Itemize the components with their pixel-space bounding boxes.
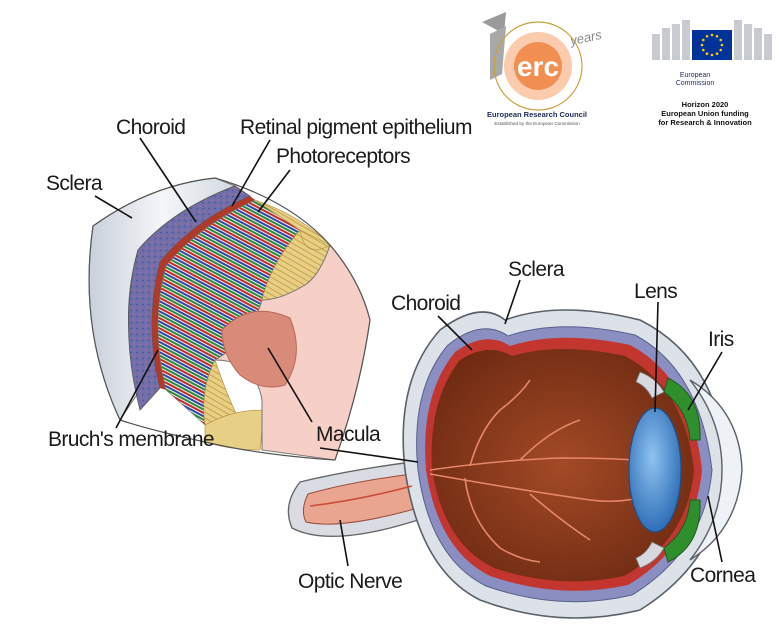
lens	[629, 408, 681, 532]
label-macula: Macula	[316, 423, 381, 446]
erc-mark: erc	[517, 51, 559, 82]
label-choroid-right: Choroid	[391, 292, 460, 315]
erc-name: European Research Council	[472, 110, 602, 119]
label-iris: Iris	[708, 328, 734, 351]
label-cornea: Cornea	[690, 564, 756, 587]
label-lens: Lens	[634, 280, 677, 303]
label-retinal-pigment-epithelium: Retinal pigment epithelium	[240, 116, 472, 139]
label-optic-nerve: Optic Nerve	[298, 570, 402, 593]
european-commission-logo	[648, 12, 776, 112]
label-photoreceptors: Photoreceptors	[276, 145, 410, 168]
label-choroid-top: Choroid	[116, 116, 185, 139]
label-bruchs-membrane: Bruch's membrane	[48, 428, 214, 451]
horizon-2020-caption: Horizon 2020 European Union funding for …	[640, 100, 770, 127]
ec-name: European Commission	[650, 72, 740, 88]
label-sclera-right: Sclera	[508, 258, 565, 281]
retina-cross-section	[89, 178, 370, 460]
label-sclera-left: Sclera	[46, 172, 103, 195]
erc-subtitle: Established by the European Commission	[472, 121, 602, 126]
